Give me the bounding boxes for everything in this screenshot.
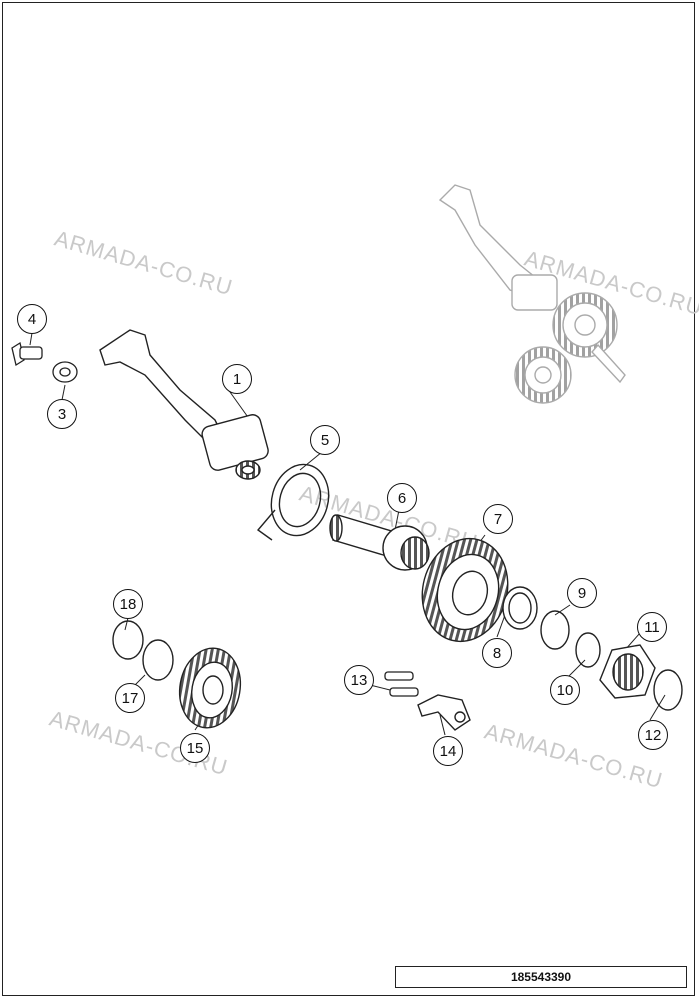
callout-part-8: 8 — [482, 638, 512, 668]
diagram-code-label: 185543390 — [395, 966, 687, 988]
part-14-guide-plate — [417, 694, 471, 731]
part-12-circlip — [653, 669, 683, 711]
callout-part-12: 12 — [638, 720, 668, 750]
part-3-washer — [52, 361, 78, 383]
callout-part-1: 1 — [222, 364, 252, 394]
callout-part-5: 5 — [310, 425, 340, 455]
part-8-sleeve — [502, 586, 538, 630]
assembly-overview — [438, 184, 626, 404]
callout-part-15: 15 — [180, 733, 210, 763]
part-4-bolt — [11, 341, 43, 367]
callout-part-3: 3 — [47, 399, 77, 429]
callout-part-13: 13 — [344, 665, 374, 695]
part-9-washer — [540, 610, 570, 650]
callout-part-10: 10 — [550, 675, 580, 705]
part-17-washer — [142, 639, 174, 681]
callout-part-17: 17 — [115, 683, 145, 713]
callout-part-14: 14 — [433, 736, 463, 766]
callout-part-4: 4 — [17, 304, 47, 334]
part-11-ratchet — [599, 644, 656, 699]
part-13-bolts — [384, 671, 419, 697]
part-10-circlip — [575, 632, 601, 668]
part-5-spring — [256, 463, 330, 541]
callout-part-9: 9 — [567, 578, 597, 608]
callout-part-7: 7 — [483, 504, 513, 534]
part-18-circlip — [112, 620, 144, 660]
callout-part-6: 6 — [387, 483, 417, 513]
callout-part-11: 11 — [637, 612, 667, 642]
part-15-intermediate-gear — [178, 647, 242, 729]
callout-part-18: 18 — [113, 589, 143, 619]
part-6-kickstarter-shaft — [329, 514, 430, 571]
part-7-kickstarter-gear — [421, 537, 509, 643]
part-1-kickstarter-lever — [99, 329, 269, 480]
